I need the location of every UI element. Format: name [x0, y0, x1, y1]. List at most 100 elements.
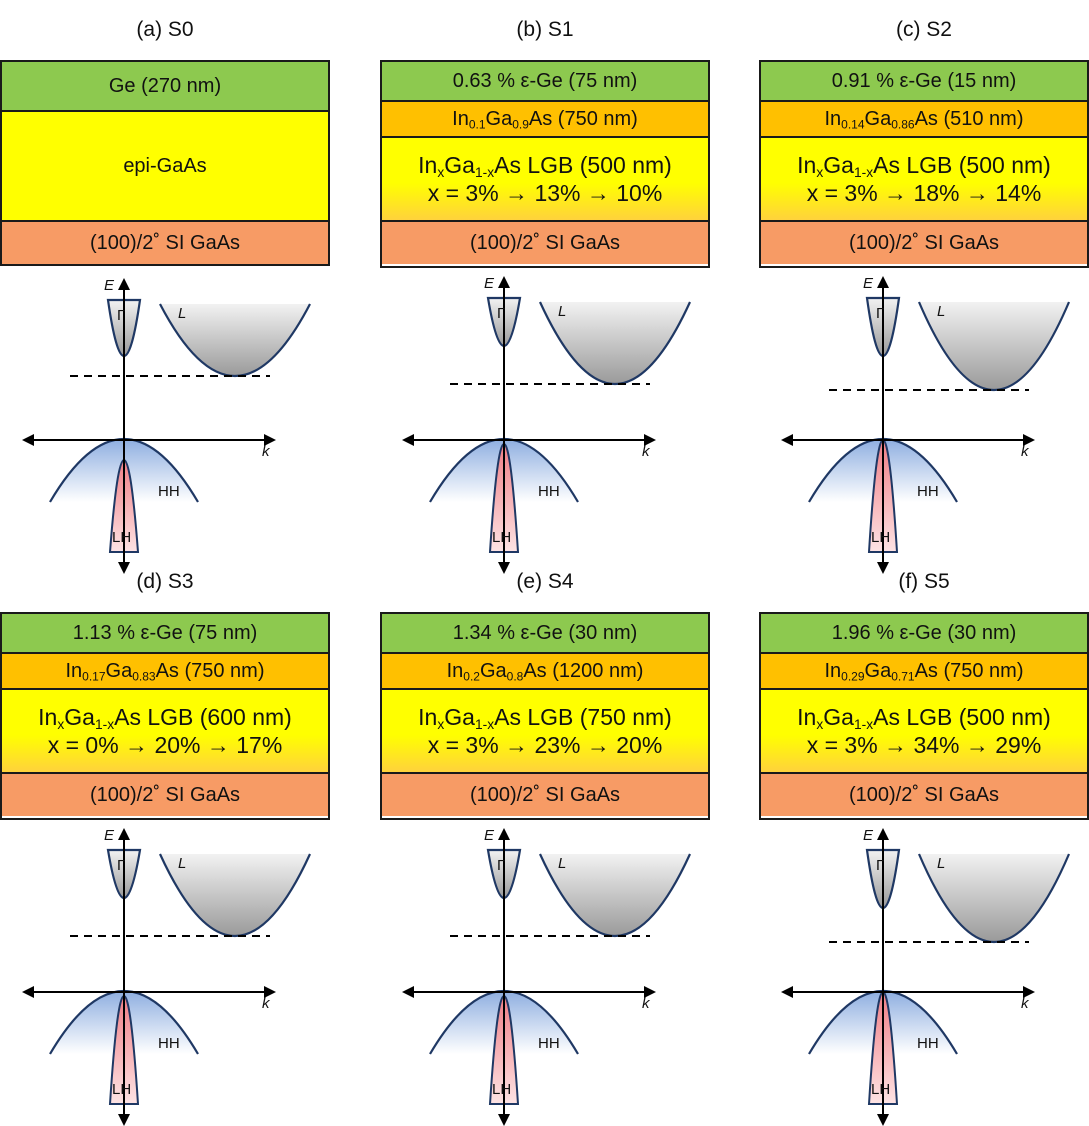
k-arrow-right [644, 434, 656, 446]
energy-label: E [104, 827, 115, 844]
l-label: L [178, 855, 186, 872]
buffer-label: In0.14Ga0.86As (510 nm) [824, 107, 1024, 132]
k-label: k [642, 995, 651, 1012]
lgb-label: InxGa1-xAs LGB (500 nm) [418, 152, 672, 181]
lh-label: LH [492, 1081, 511, 1098]
substrate-layer: (100)/2˚ SI GaAs [382, 774, 708, 816]
layer-stack: 0.91 % ε-Ge (15 nm) In0.14Ga0.86As (510 … [759, 60, 1089, 268]
panel-f: (f) S5 1.96 % ε-Ge (30 nm) In0.29Ga0.71A… [759, 566, 1089, 1126]
buffer-label: In0.1Ga0.9As (750 nm) [452, 107, 638, 132]
k-label: k [642, 443, 651, 460]
lgb-label: InxGa1-xAs LGB (500 nm) [797, 704, 1051, 733]
energy-label: E [484, 827, 495, 844]
buffer-layer: In0.2Ga0.8As (1200 nm) [382, 654, 708, 690]
lgb-layer: InxGa1-xAs LGB (500 nm) x = 3% → 13% → 1… [382, 138, 708, 222]
gamma-label: Γ [117, 307, 125, 324]
energy-arrow-up [877, 828, 889, 840]
k-label: k [1021, 443, 1030, 460]
buffer-label: In0.17Ga0.83As (750 nm) [65, 659, 265, 684]
lgb-layer: InxGa1-xAs LGB (500 nm) x = 3% → 34% → 2… [761, 690, 1087, 774]
lgb-composition: x = 3% → 34% → 29% [806, 732, 1042, 758]
panel-title: (e) S4 [516, 570, 574, 593]
energy-arrow-up [118, 278, 130, 290]
panel-c: (c) S2 0.91 % ε-Ge (15 nm) In0.14Ga0.86A… [759, 14, 1089, 574]
l-valley-outline [917, 301, 1071, 392]
l-label: L [178, 305, 186, 322]
layer-stack: Ge (270 nm) epi-GaAs (100)/2˚ SI GaAs [0, 60, 330, 266]
energy-arrow-down [118, 562, 130, 574]
lh-label: LH [112, 529, 131, 546]
hh-label: HH [158, 1035, 180, 1052]
substrate-layer: (100)/2˚ SI GaAs [761, 222, 1087, 264]
k-arrow-right [264, 434, 276, 446]
energy-arrow-down [498, 1114, 510, 1126]
gamma-label: Γ [876, 857, 884, 874]
l-label: L [937, 855, 945, 872]
l-label: L [558, 303, 566, 320]
energy-arrow-up [118, 828, 130, 840]
k-arrow-left [22, 986, 34, 998]
substrate-layer: (100)/2˚ SI GaAs [761, 774, 1087, 816]
ge-layer: 0.63 % ε-Ge (75 nm) [382, 62, 708, 102]
lgb-composition: x = 3% → 13% → 10% [427, 180, 663, 206]
gamma-label: Γ [497, 305, 505, 322]
panel-title: (c) S2 [895, 18, 952, 41]
panel-a: (a) S0 Ge (270 nm) epi-GaAs (100)/2˚ SI … [0, 14, 330, 574]
layer-stack: 1.13 % ε-Ge (75 nm) In0.17Ga0.83As (750 … [0, 612, 330, 820]
ge-layer: 1.34 % ε-Ge (30 nm) [382, 614, 708, 654]
k-arrow-right [644, 986, 656, 998]
substrate-layer: (100)/2˚ SI GaAs [2, 222, 328, 264]
ge-layer: 0.91 % ε-Ge (15 nm) [761, 62, 1087, 102]
k-label: k [262, 995, 271, 1012]
l-valley-outline [159, 303, 311, 377]
buffer-layer: In0.1Ga0.9As (750 nm) [382, 102, 708, 138]
lh-label: LH [492, 529, 511, 546]
energy-arrow-up [877, 276, 889, 288]
substrate-layer: (100)/2˚ SI GaAs [382, 222, 708, 264]
k-arrow-left [781, 434, 793, 446]
lgb-composition: x = 3% → 23% → 20% [427, 732, 663, 758]
energy-arrow-down [498, 562, 510, 574]
layer-stack: 1.34 % ε-Ge (30 nm) In0.2Ga0.8As (1200 n… [380, 612, 710, 820]
lgb-composition: x = 3% → 18% → 14% [806, 180, 1042, 206]
lh-label: LH [112, 1081, 131, 1098]
l-valley-outline [917, 853, 1071, 944]
k-arrow-right [1023, 434, 1035, 446]
layer-stack: 1.96 % ε-Ge (30 nm) In0.29Ga0.71As (750 … [759, 612, 1089, 820]
gamma-label: Γ [497, 857, 505, 874]
l-label: L [937, 303, 945, 320]
panel-title: (f) S5 [898, 570, 950, 593]
energy-label: E [104, 277, 115, 294]
buffer-layer: In0.29Ga0.71As (750 nm) [761, 654, 1087, 690]
lgb-composition: x = 0% → 20% → 17% [47, 732, 283, 758]
hh-label: HH [917, 483, 939, 500]
l-label: L [558, 855, 566, 872]
layer-stack: 0.63 % ε-Ge (75 nm) In0.1Ga0.9As (750 nm… [380, 60, 710, 268]
energy-label: E [863, 275, 874, 292]
lgb-layer: InxGa1-xAs LGB (600 nm) x = 0% → 20% → 1… [2, 690, 328, 774]
k-arrow-left [402, 986, 414, 998]
buffer-layer: In0.14Ga0.86As (510 nm) [761, 102, 1087, 138]
l-valley-outline [538, 853, 692, 938]
energy-arrow-up [498, 828, 510, 840]
energy-label: E [484, 275, 495, 292]
k-arrow-left [402, 434, 414, 446]
lh-label: LH [871, 1081, 890, 1098]
energy-arrow-down [877, 562, 889, 574]
k-label: k [262, 443, 271, 460]
k-arrow-left [781, 986, 793, 998]
hh-label: HH [158, 483, 180, 500]
energy-arrow-up [498, 276, 510, 288]
lgb-label: InxGa1-xAs LGB (500 nm) [797, 152, 1051, 181]
hh-label: HH [538, 483, 560, 500]
hh-label: HH [538, 1035, 560, 1052]
ge-layer: 1.13 % ε-Ge (75 nm) [2, 614, 328, 654]
k-arrow-right [1023, 986, 1035, 998]
panel-e: (e) S4 1.34 % ε-Ge (30 nm) In0.2Ga0.8As … [380, 566, 710, 1126]
